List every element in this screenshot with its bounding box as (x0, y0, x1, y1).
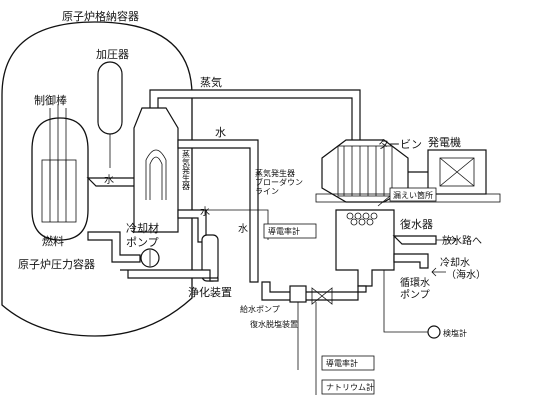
reactor-coolant-loop (86, 177, 141, 187)
coolant-pump (140, 248, 160, 268)
label-leak-point: 漏えい箇所 (393, 190, 433, 200)
label-containment: 原子炉格納容器 (62, 9, 139, 23)
label-turbine: タービン (378, 138, 422, 151)
label-discharge: 放水路へ (442, 234, 482, 247)
label-demineralizer: 復水脱塩装置 (250, 319, 298, 329)
label-circ-pump-2: ポンプ (400, 289, 430, 301)
cooling-water-inlet (392, 235, 437, 245)
control-rods (49, 104, 67, 200)
label-steam: 蒸気 (200, 75, 222, 89)
steam-generator (133, 107, 179, 233)
label-coolant-pump-1: 冷却材 (126, 221, 159, 235)
salinity-meter (427, 325, 441, 339)
pressurizer (97, 61, 123, 168)
conductivity-meter-2-box (321, 355, 375, 371)
turbine (321, 139, 409, 203)
cooling-water-intake-arrow (431, 267, 446, 277)
label-condenser: 復水器 (400, 218, 433, 231)
generator (427, 149, 487, 195)
label-sg-vertical: 蒸気発生器 (182, 149, 191, 191)
purification-return (120, 269, 219, 282)
label-water-upper: 水 (215, 126, 226, 139)
label-pressurizer: 加圧器 (96, 48, 129, 61)
cold-leg (87, 231, 141, 263)
label-blowdown-2: ブローダウン (255, 177, 303, 187)
label-water-core: 水 (104, 174, 114, 186)
label-feed-pump: 給水ポンプ (240, 304, 280, 314)
condensate-line (261, 281, 367, 301)
label-cooling-water-2: （海水） (446, 268, 486, 281)
blowdown-line (178, 209, 269, 230)
label-cooling-water-1: 冷却水 (440, 256, 470, 269)
label-water-mid: 水 (200, 206, 210, 218)
label-control-rod: 制御棒 (34, 93, 67, 107)
containment-vessel (1, 21, 193, 337)
sodium-meter-box (321, 379, 375, 395)
label-circ-pump-1: 循環水 (400, 276, 430, 289)
salinity-line (383, 270, 428, 333)
cooling-water-return (393, 253, 429, 269)
label-coolant-pump-2: ポンプ (126, 236, 159, 249)
label-generator: 発電機 (428, 135, 461, 149)
leak-point-box (389, 187, 437, 202)
discharge-arrow (436, 235, 457, 245)
leak-point-marker (377, 195, 391, 207)
label-blowdown-1: 蒸気発生器 (255, 168, 295, 178)
label-salinity-meter: 検塩計 (443, 328, 467, 338)
demineralizer-valves (289, 285, 333, 370)
conductivity-meter-1-box (263, 223, 317, 239)
label-conductivity-1: 導電率計 (268, 226, 300, 236)
label-blowdown-3: ライン (255, 187, 279, 196)
condenser (335, 209, 395, 287)
label-fuel: 燃料 (42, 234, 64, 248)
label-purification: 浄化装置 (188, 285, 232, 299)
reactor-pressure-vessel (31, 117, 89, 241)
label-conductivity-2: 導電率計 (326, 358, 358, 368)
label-rpv: 原子炉圧力容器 (18, 257, 95, 271)
label-water-left: 水 (238, 223, 248, 235)
label-sodium-meter: ナトリウム計 (326, 382, 374, 392)
feedwater-line (177, 139, 259, 283)
